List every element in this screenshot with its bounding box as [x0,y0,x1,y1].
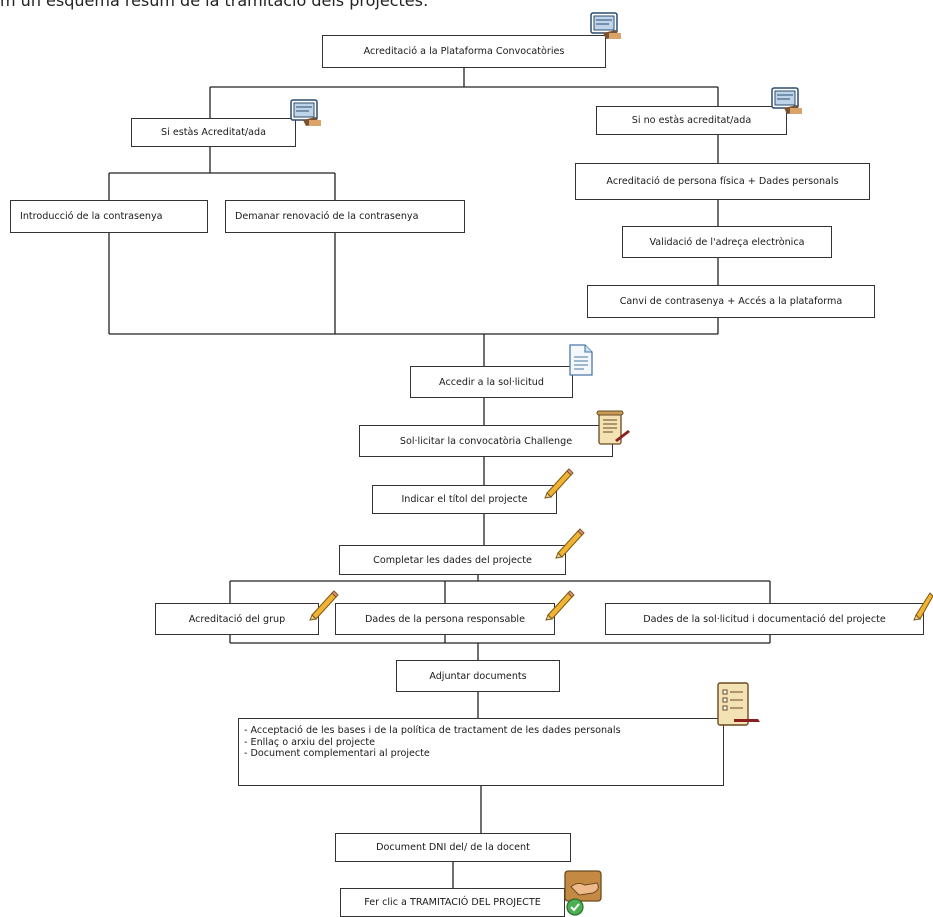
dades-responsable-box: Dades de la persona responsable [335,603,555,635]
pencil-icon [555,528,585,559]
accedir-sollicitud-box: Accedir a la sol·licitud [410,366,573,398]
document-icon [569,344,593,376]
intro-text: m un esquema resum de la tramitació dels… [0,0,429,10]
acreditacio-grup-box: Acreditació del grup [155,603,319,635]
computer-screen-icon [771,87,802,114]
adjuntar-documents-box: Adjuntar documents [396,660,560,692]
document-item: - Acceptació de les bases i de la políti… [244,725,621,736]
acreditacio-plataforma-box: Acreditació a la Plataforma Convocatòrie… [322,35,606,68]
document-item: - Document complementari al projecte [244,748,430,760]
indicar-titol-box: Indicar el títol del projecte [372,485,557,514]
pencil-icon [544,468,574,499]
acreditacio-persona-box: Acreditació de persona física + Dades pe… [575,163,870,200]
completar-dades-box: Completar les dades del projecte [339,545,566,575]
canvi-contrasenya-box: Canvi de contrasenya + Accés a la plataf… [587,285,875,318]
computer-screen-icon [290,99,321,126]
si-no-acreditat-box: Si no estàs acreditat/ada [596,106,787,135]
pencil-icon [309,590,339,621]
document-item: - Enllaç o arxiu del projecte [244,736,376,748]
hand-approval-icon [564,870,602,916]
introduccio-contrasenya-box: Introducció de la contrasenya [10,200,208,233]
form-scroll-icon [596,410,630,445]
sollicitar-convocatoria-box: Sol·licitar la convocatòria Challenge [359,425,613,457]
validacio-adreca-box: Validació de l'adreça electrònica [622,226,832,258]
renovacio-contrasenya-box: Demanar renovació de la contrasenya [225,200,465,233]
document-dni-box: Document DNI del/ de la docent [335,833,571,862]
pencil-icon [545,590,575,621]
dades-sollicitud-box: Dades de la sol·licitud i documentació d… [605,603,924,635]
checklist-icon [717,682,760,726]
computer-screen-icon [590,12,621,39]
pencil-icon [913,592,933,621]
documents-list-box: - Acceptació de les bases i de la políti… [238,718,724,786]
fer-clic-box: Fer clic a TRAMITACIÓ DEL PROJECTE [340,888,565,917]
si-acreditat-box: Si estàs Acreditat/ada [131,118,296,147]
